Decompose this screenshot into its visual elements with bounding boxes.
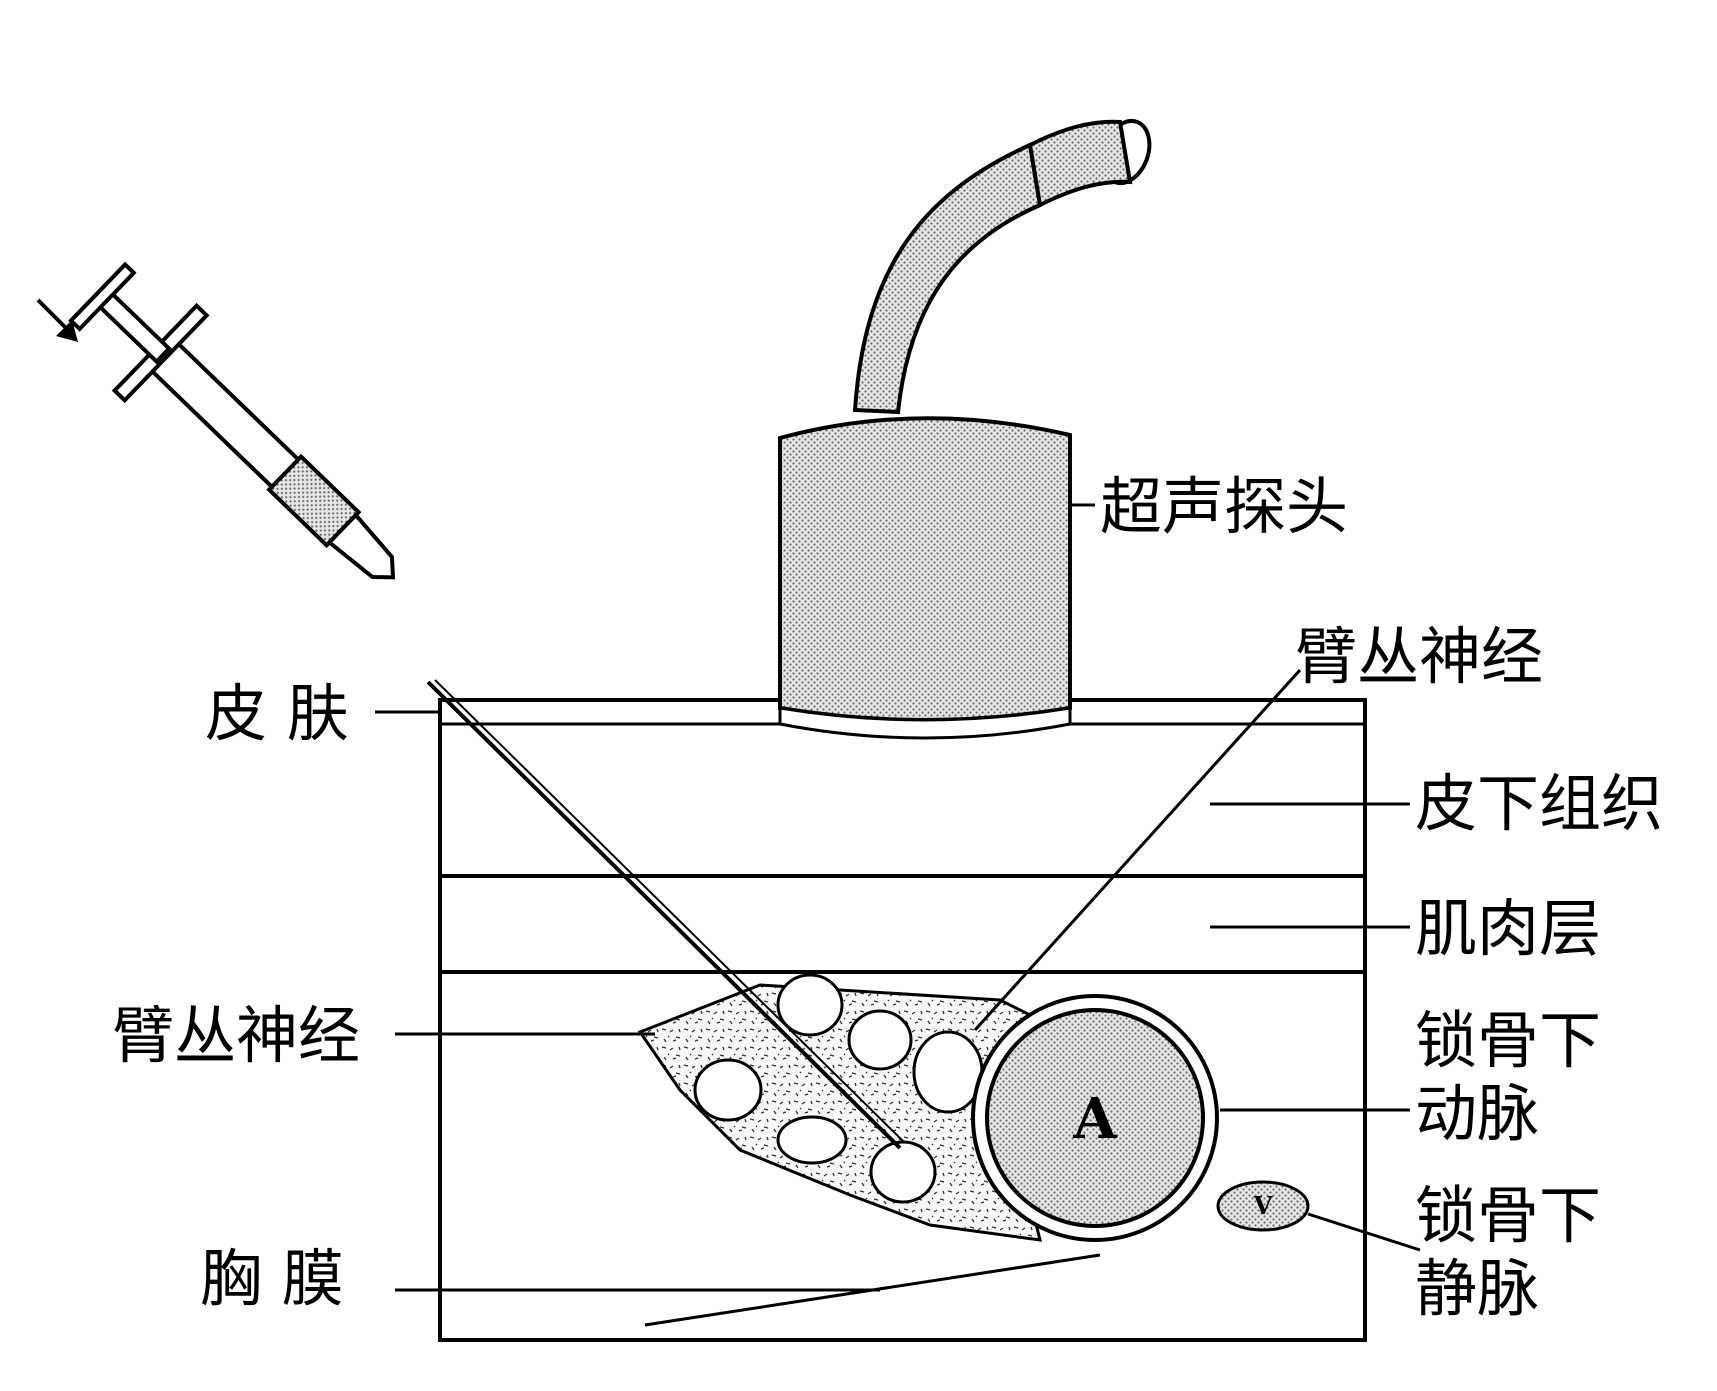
probe-face-gel	[778, 706, 1072, 740]
brachial-plexus-sheath	[637, 973, 1042, 1242]
label-vein-line2: 静脉	[1415, 1252, 1539, 1325]
nerve-fascicle	[776, 1115, 848, 1165]
artery-lumen	[985, 1008, 1205, 1228]
needle	[426, 680, 902, 1150]
subclavian-artery: A	[971, 994, 1219, 1242]
vein-leader	[1307, 1212, 1421, 1252]
label-nerve-top: 臂丛神经	[1295, 620, 1543, 693]
label-nerve-left: 臂丛神经	[112, 999, 360, 1072]
nerve-fascicle	[776, 973, 844, 1037]
syringe-body	[68, 261, 396, 580]
subclavian-vein: V	[1216, 1180, 1310, 1232]
needle-shadow	[434, 679, 906, 1144]
vein-mark: V	[1253, 1191, 1273, 1220]
nerve-fascicle	[693, 1058, 763, 1122]
label-artery-line1: 锁骨下	[1415, 1004, 1601, 1077]
ultrasound-probe	[778, 119, 1152, 740]
syringe	[36, 261, 906, 1150]
plunger-thumb	[68, 261, 137, 332]
label-muscle: 肌肉层	[1415, 892, 1601, 965]
label-subcutaneous: 皮下组织	[1415, 767, 1663, 840]
plunger-rod	[96, 290, 172, 365]
nerve-top-leader	[973, 668, 1302, 1032]
leader-lines	[375, 503, 1421, 1292]
nerve-fascicle	[912, 1030, 984, 1114]
syringe-hub	[326, 512, 396, 580]
nerve-fascicle	[847, 1009, 913, 1071]
label-artery-line2: 动脉	[1415, 1077, 1539, 1150]
vein-lumen	[1216, 1180, 1310, 1232]
label-vein-line1: 锁骨下	[1415, 1179, 1601, 1252]
probe-cable-upper	[1027, 119, 1133, 208]
label-probe: 超声探头	[1100, 470, 1348, 543]
label-skin: 皮 肤	[205, 677, 349, 750]
nerve-fascicle	[869, 1140, 937, 1204]
artery-mark: A	[1072, 1086, 1118, 1152]
probe-body	[778, 416, 1072, 722]
label-pleura: 胸 膜	[200, 1242, 344, 1315]
probe-cable	[852, 142, 1043, 415]
arrow-icon	[36, 298, 78, 342]
labels: 超声探头 臂丛神经 皮 肤 皮下组织 肌肉层 臂丛神经 锁骨下 动脉 锁骨下 静…	[112, 470, 1663, 1325]
